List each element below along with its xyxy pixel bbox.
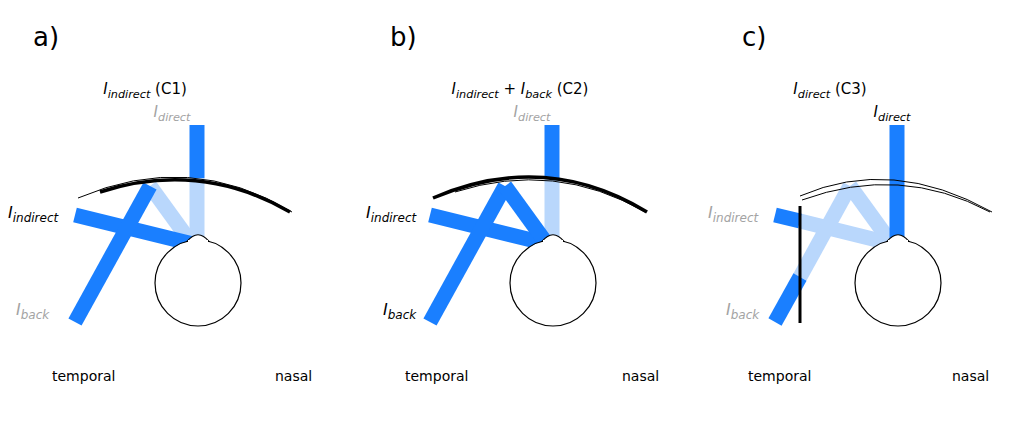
panel-letter: a) bbox=[33, 22, 59, 53]
lens-surface-thick bbox=[100, 180, 290, 212]
back-beam bbox=[775, 277, 800, 322]
side-label: nasal bbox=[952, 368, 989, 385]
panel-a bbox=[75, 125, 292, 326]
condition-title: Iindirect + Iback (C2) bbox=[452, 80, 589, 98]
beam-label: Iback bbox=[726, 300, 759, 319]
side-label: nasal bbox=[275, 368, 312, 385]
panel-b bbox=[430, 125, 647, 326]
lens-surface bbox=[802, 185, 990, 212]
beam-label: Iindirect bbox=[708, 203, 758, 222]
side-label: nasal bbox=[622, 368, 659, 385]
side-label: temporal bbox=[52, 368, 115, 385]
eye bbox=[510, 235, 596, 326]
reflected-beam-faint bbox=[850, 186, 892, 244]
panel-letter: c) bbox=[742, 22, 766, 53]
indirect-beam bbox=[775, 215, 800, 221]
back-beam-faint bbox=[800, 186, 850, 277]
eye bbox=[855, 235, 941, 326]
beam-label: Idirect bbox=[874, 103, 911, 121]
condition-title: Idirect (C3) bbox=[793, 80, 866, 98]
reflected-beam bbox=[505, 186, 547, 244]
direct-beam bbox=[545, 125, 560, 178]
beam-label: Iback bbox=[16, 300, 49, 319]
side-label: temporal bbox=[405, 368, 468, 385]
beam-label: Iback bbox=[383, 300, 416, 319]
beam-label: Idirect bbox=[514, 103, 551, 121]
lens-surface-thick bbox=[433, 177, 647, 212]
beam-label: Iindirect bbox=[366, 203, 416, 222]
beam-label: Iindirect bbox=[8, 203, 58, 222]
direct-beam bbox=[190, 125, 205, 178]
condition-title: Iindirect (C1) bbox=[103, 80, 187, 98]
barrier bbox=[799, 206, 802, 323]
eye bbox=[155, 235, 241, 326]
back-beam bbox=[430, 186, 505, 322]
lens-surface bbox=[455, 180, 645, 212]
panel-letter: b) bbox=[390, 22, 417, 53]
beam-label: Idirect bbox=[154, 103, 191, 121]
back-beam bbox=[75, 186, 150, 322]
panel-c bbox=[775, 125, 992, 326]
lens-surface bbox=[78, 177, 292, 212]
lens-surface bbox=[800, 179, 992, 212]
side-label: temporal bbox=[748, 368, 811, 385]
